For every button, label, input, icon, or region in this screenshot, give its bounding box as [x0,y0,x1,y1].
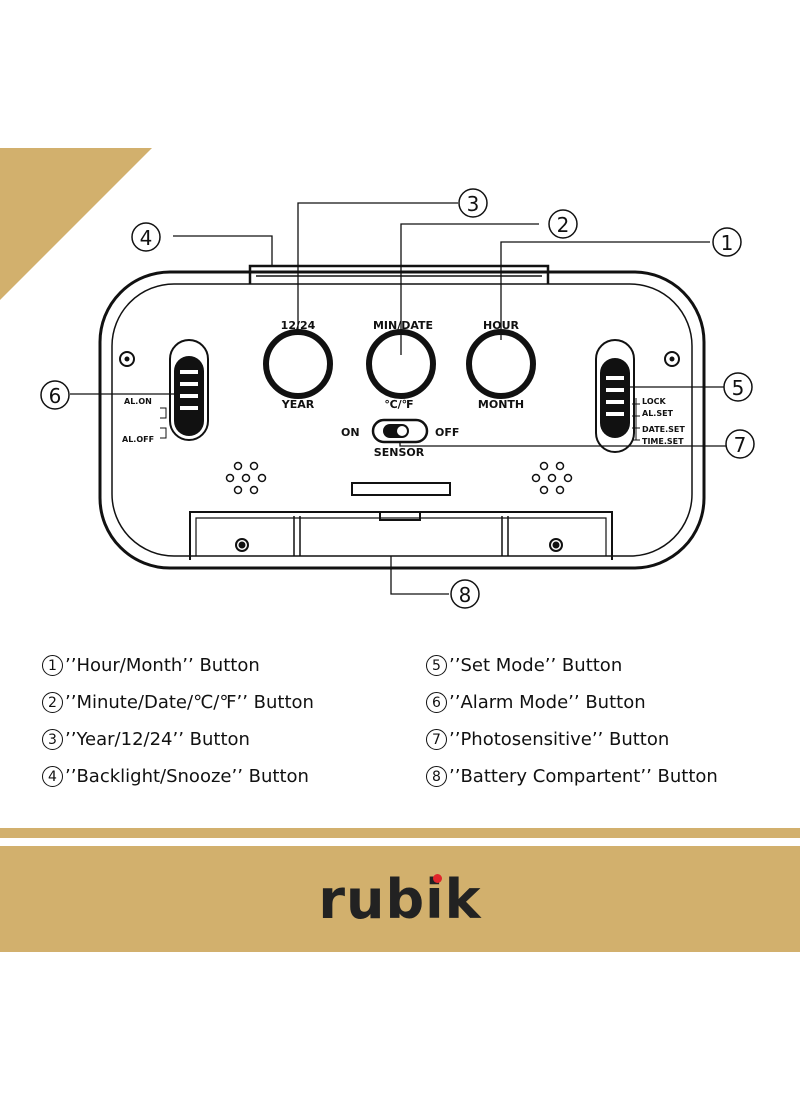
legend-item-1: 1’’Hour/Month’’ Button [42,647,314,684]
label-sensor-off: OFF [435,426,459,439]
label-al-on: AL.ON [124,397,152,406]
callout-8: 8 [450,579,480,609]
sensor-switch [371,418,429,444]
callout-5: 5 [723,372,753,402]
legend-right: 5’’Set Mode’’ Button 6’’Alarm Mode’’ But… [426,647,718,795]
label-time-set: TIME.SET [642,437,684,446]
svg-text:1: 1 [721,231,734,255]
speaker-left [225,461,267,495]
divider-bar [0,828,800,838]
label-sensor: SENSOR [374,446,425,459]
svg-text:8: 8 [459,583,472,607]
legend-item-7: 7’’Photosensitive’’ Button [426,721,718,758]
legend-item-8: 8’’Battery Compartent’’ Button [426,758,718,795]
speaker-right [531,461,573,495]
label-sensor-on: ON [341,426,360,439]
footer-band [0,846,800,952]
callout-6: 6 [40,380,70,410]
callout-7: 7 [725,429,755,459]
label-min-date: MIN/DATE [373,319,433,332]
screw-right [664,351,680,367]
screw-left [119,351,135,367]
svg-text:5: 5 [732,376,745,400]
mode-switch [595,339,635,453]
alarm-switch [169,339,209,441]
legend-item-5: 5’’Set Mode’’ Button [426,647,718,684]
callout-2: 2 [548,209,578,239]
label-celsius-fahrenheit: ℃/℉ [384,398,413,411]
display-slot [351,482,451,496]
leader-lines [70,202,727,595]
brand-dot [433,874,442,883]
clock-diagram: 12/24 YEAR MIN/DATE ℃/℉ HOUR MONTH AL.ON… [40,188,755,609]
legend-item-6: 6’’Alarm Mode’’ Button [426,684,718,721]
snooze-bar [248,264,550,284]
brand-name: rubik [318,867,482,931]
legend-item-4: 4’’Backlight/Snooze’’ Button [42,758,314,795]
callout-1: 1 [712,227,742,257]
clock-inner-outline [111,283,693,557]
clock-outline [98,270,706,570]
svg-text:6: 6 [49,384,62,408]
brand-logo: rubik [0,846,800,952]
battery-compartment [189,511,613,560]
label-lock: LOCK [642,397,666,406]
button-year-12-24 [263,329,333,399]
label-al-set: AL.SET [642,409,674,418]
label-al-off: AL.OFF [122,435,154,444]
button-hour-month [466,329,536,399]
label-month: MONTH [478,398,524,411]
svg-text:2: 2 [557,213,570,237]
svg-text:4: 4 [140,226,153,250]
legend-item-2: 2’’Minute/Date/℃/℉’’ Button [42,684,314,721]
legend-item-3: 3’’Year/12/24’’ Button [42,721,314,758]
svg-text:7: 7 [734,433,747,457]
svg-text:3: 3 [467,192,480,216]
callout-4: 4 [131,222,161,252]
label-year: YEAR [281,398,315,411]
legend-left: 1’’Hour/Month’’ Button 2’’Minute/Date/℃/… [42,647,314,795]
callout-3: 3 [458,188,488,218]
label-date-set: DATE.SET [642,425,685,434]
